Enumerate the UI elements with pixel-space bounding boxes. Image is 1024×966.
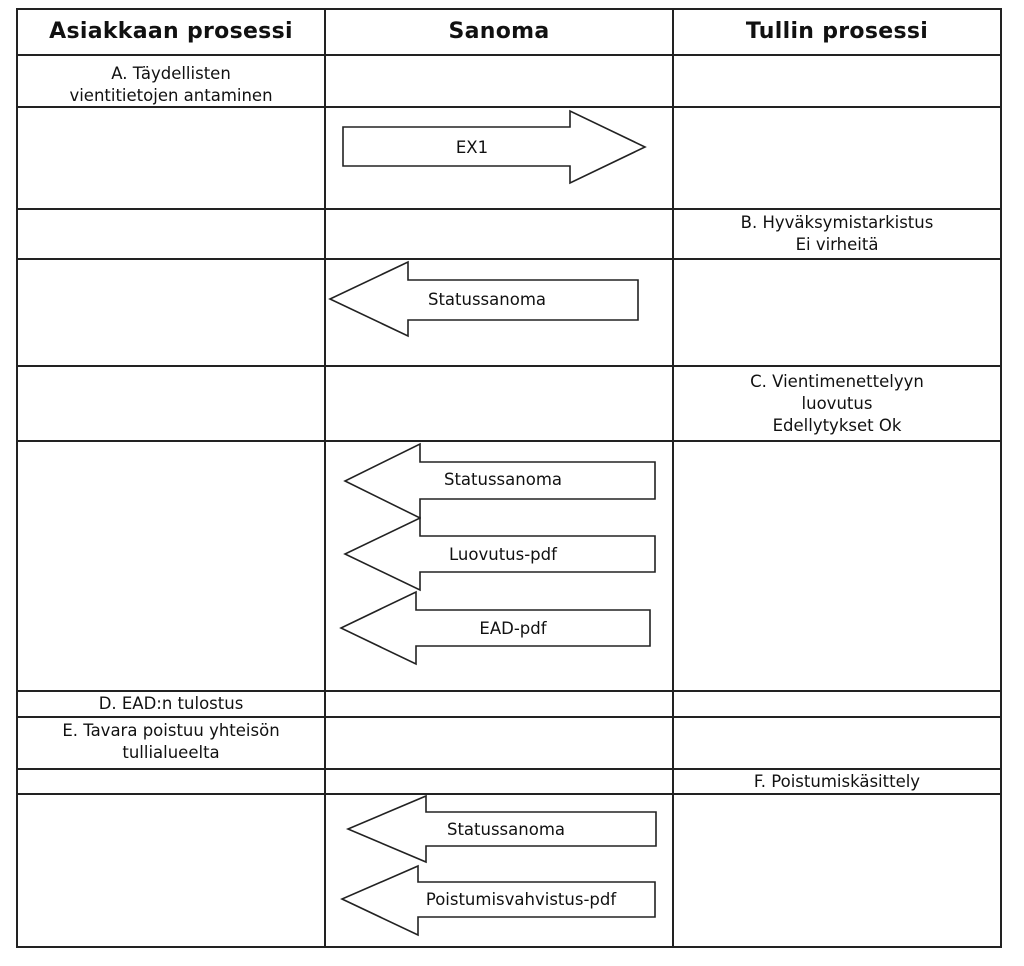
row-separator bbox=[16, 208, 1002, 210]
arrow-left-shape bbox=[328, 260, 639, 338]
step-f-cell: F. Poistumiskäsittely bbox=[674, 771, 1000, 793]
header-customer-process: Asiakkaan prosessi bbox=[49, 18, 293, 44]
arrow-right-shape bbox=[342, 109, 647, 185]
arrow-left-shape bbox=[340, 864, 656, 937]
arrow-poistumisvahvistus-pdf-label: Poistumisvahvistus-pdf bbox=[426, 890, 618, 909]
column-separator bbox=[324, 8, 326, 948]
arrow-luovutus-pdf: Luovutus-pdf bbox=[343, 516, 656, 592]
step-a-line: vientitietojen antaminen bbox=[69, 86, 273, 105]
arrow-luovutus-pdf-label: Luovutus-pdf bbox=[449, 545, 558, 564]
arrow-status-3-label: Statussanoma bbox=[447, 820, 565, 839]
arrow-ead-pdf: EAD-pdf bbox=[339, 590, 651, 666]
arrow-ex1-label: EX1 bbox=[456, 138, 488, 157]
arrow-status-1: Statussanoma bbox=[328, 260, 639, 338]
row-separator bbox=[16, 690, 1002, 692]
arrow-status-1-label: Statussanoma bbox=[428, 290, 546, 309]
header-message: Sanoma bbox=[448, 18, 550, 44]
step-c-line: luovutus bbox=[801, 394, 873, 413]
arrow-left-shape bbox=[345, 794, 657, 864]
step-b-line: B. Hyväksymistarkistus bbox=[740, 213, 934, 232]
step-c-line: C. Vientimenettelyyn bbox=[750, 372, 924, 391]
step-c-cell: C. Vientimenettelyyn luovutus Edellytyks… bbox=[674, 371, 1000, 437]
row-separator bbox=[16, 768, 1002, 770]
table-border-top bbox=[16, 8, 1002, 10]
header-separator bbox=[16, 54, 1002, 56]
arrow-status-3: Statussanoma bbox=[345, 794, 657, 864]
step-e-line: tullialueelta bbox=[122, 743, 220, 762]
step-c-line: Edellytykset Ok bbox=[772, 416, 902, 435]
header-customs-process: Tullin prosessi bbox=[745, 18, 929, 44]
table-border-bottom bbox=[16, 946, 1002, 948]
arrow-poistumisvahvistus-pdf: Poistumisvahvistus-pdf bbox=[340, 864, 656, 937]
arrow-ead-pdf-label: EAD-pdf bbox=[479, 619, 547, 638]
step-d-line: D. EAD:n tulostus bbox=[98, 694, 244, 713]
table-border-left bbox=[16, 8, 18, 948]
step-e-line: E. Tavara poistuu yhteisön bbox=[62, 721, 280, 740]
step-e-cell: E. Tavara poistuu yhteisön tullialueelta bbox=[18, 720, 324, 764]
row-separator bbox=[16, 258, 1002, 260]
arrow-left-shape bbox=[339, 590, 651, 666]
row-separator bbox=[16, 440, 1002, 442]
step-a-cell: A. Täydellisten vientitietojen antaminen bbox=[18, 63, 324, 107]
arrow-left-shape bbox=[343, 442, 656, 520]
row-separator bbox=[16, 716, 1002, 718]
step-d-cell: D. EAD:n tulostus bbox=[18, 693, 324, 715]
step-b-line: Ei virheitä bbox=[795, 235, 879, 254]
step-f-line: F. Poistumiskäsittely bbox=[753, 772, 921, 791]
arrow-status-2: Statussanoma bbox=[343, 442, 656, 520]
row-separator bbox=[16, 365, 1002, 367]
step-a-line: A. Täydellisten bbox=[111, 64, 231, 83]
arrow-status-2-label: Statussanoma bbox=[444, 470, 562, 489]
column-separator bbox=[672, 8, 674, 948]
arrow-ex1: EX1 bbox=[342, 109, 647, 185]
step-b-cell: B. Hyväksymistarkistus Ei virheitä bbox=[674, 212, 1000, 256]
row-separator bbox=[16, 793, 1002, 795]
table-border-right bbox=[1000, 8, 1002, 948]
arrow-left-shape bbox=[343, 516, 656, 592]
row-separator bbox=[16, 106, 1002, 108]
